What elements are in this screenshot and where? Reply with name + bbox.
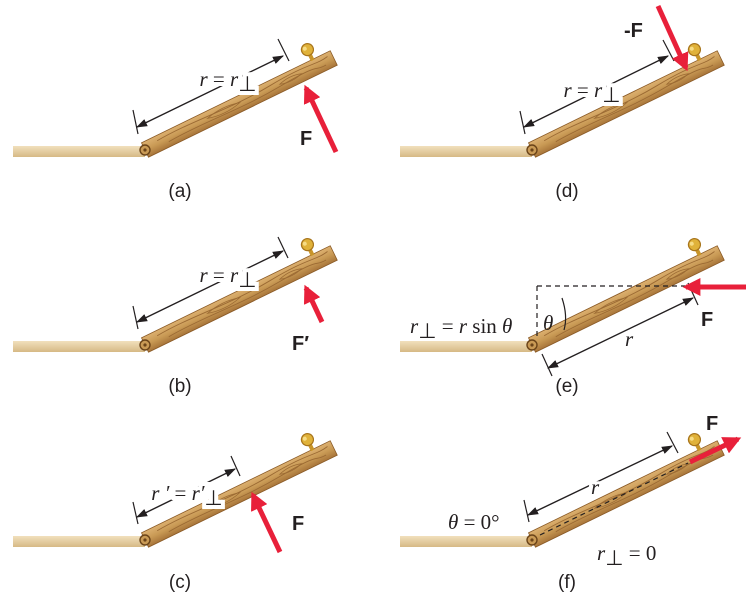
r-label-c-part4: ⊥ (204, 486, 222, 510)
r-label-a-text-part2: = (213, 67, 230, 91)
rperp-eq-e-part5: sin (467, 314, 502, 338)
rperp-eq-f: r⊥ = 0 (597, 541, 656, 570)
caption-b: (b) (168, 376, 191, 397)
rperp-eq-f-part1: r (597, 541, 606, 565)
r-label-a-text: r = r⊥ (199, 67, 256, 96)
caption-d: (d) (555, 181, 578, 202)
force-arrow-c (250, 491, 283, 554)
theta-eq-f-part1: θ (448, 510, 458, 534)
r-label-c-part3: r′ (192, 481, 205, 505)
r-label-a-part4: ⊥ (238, 72, 256, 96)
force-label-f: F (706, 413, 718, 435)
r-label-b-text-part4: ⊥ (238, 268, 256, 292)
r-label-d-text-part1: r (563, 78, 572, 102)
r-span-f (523, 431, 679, 523)
r-label-e: r (625, 327, 634, 351)
r-label-b-text-part1: r (199, 263, 208, 287)
panel-f: r θ = 0° r⊥ = 0 F (f) (399, 413, 742, 593)
panel-e: θ r r⊥ = r sin θ F (e) (399, 229, 746, 397)
r-span-b (132, 236, 289, 330)
panel-a: r = r⊥ r = r⊥ F (a) (12, 34, 339, 202)
rperp-eq-e-part1: r (410, 314, 419, 338)
theta-eq-f: θ = 0° (448, 510, 500, 534)
rperp-eq-e-part4: r (459, 314, 468, 338)
r-label-c-text-part3: r′ (192, 481, 205, 505)
theta-label-e: θ (543, 311, 553, 335)
rperp-eq-f-part2: ⊥ (605, 546, 623, 570)
r-label-b-text-part3: r (230, 263, 239, 287)
caption-c: (c) (169, 572, 191, 593)
caption-a: (a) (168, 181, 191, 202)
r-label-c-part1: r ′ (151, 481, 169, 505)
r-label-d-text-part4: ⊥ (602, 83, 620, 107)
door-d (399, 34, 725, 158)
r-label-a-text-part3: r (230, 67, 239, 91)
r-label-d-part2: = (577, 78, 594, 102)
panel-c: r ′ = r′⊥ r ′ = r′⊥ F (c) (12, 424, 338, 593)
door-a (12, 34, 338, 158)
r-label-c-text-part2: = (175, 481, 192, 505)
r-label-d-part4: ⊥ (602, 83, 620, 107)
force-label-d: -F (624, 20, 643, 42)
r-label-b-part4: ⊥ (238, 268, 256, 292)
r-span-a (132, 38, 290, 135)
rperp-eq-e: r⊥ = r sin θ (410, 314, 512, 343)
r-label-c: r ′ = r′⊥ (151, 481, 222, 510)
r-label-a: r = r⊥ (199, 67, 256, 96)
force-label-c: F (292, 513, 304, 535)
force-arrow-d (655, 4, 689, 72)
r-label-d: r = r⊥ (563, 78, 620, 107)
panel-d: r = r⊥ r = r⊥ -F (d) (399, 4, 725, 202)
r-label-c-text-part4: ⊥ (204, 486, 222, 510)
r-label-b-part2: = (213, 263, 230, 287)
r-label-c-text: r ′ = r′⊥ (151, 481, 222, 510)
rperp-eq-e-part3: = (436, 314, 458, 338)
rperp-eq-e-part2: ⊥ (418, 319, 436, 343)
rperp-eq-f-part3: = 0 (623, 541, 656, 565)
force-arrow-a (303, 84, 339, 154)
force-arrow-f (688, 436, 742, 465)
force-label-e: F (701, 309, 713, 331)
r-label-b-text-part2: = (213, 263, 230, 287)
r-label-d-text: r = r⊥ (563, 78, 620, 107)
r-span-c (132, 455, 241, 525)
panel-b: r = r⊥ r = r⊥ F′ (b) (12, 229, 338, 397)
force-label-a: F (300, 128, 312, 150)
r-label-c-part2: = (175, 481, 192, 505)
r-label-c-text-part1: r ′ (151, 481, 169, 505)
r-label-b-text: r = r⊥ (199, 263, 256, 292)
r-label-a-text-part4: ⊥ (238, 72, 256, 96)
r-label-f: r (591, 475, 600, 499)
r-label-a-text-part1: r (199, 67, 208, 91)
rperp-eq-e-part6: θ (502, 314, 512, 338)
r-label-a-part2: = (213, 67, 230, 91)
caption-f: (f) (558, 572, 576, 593)
r-label-d-text-part2: = (577, 78, 594, 102)
force-label-b: F′ (292, 333, 309, 355)
caption-e: (e) (555, 376, 578, 397)
r-label-d-text-part3: r (594, 78, 603, 102)
theta-eq-f-part2: = 0° (458, 510, 499, 534)
door-b (12, 229, 338, 353)
force-arrow-b (303, 284, 325, 324)
